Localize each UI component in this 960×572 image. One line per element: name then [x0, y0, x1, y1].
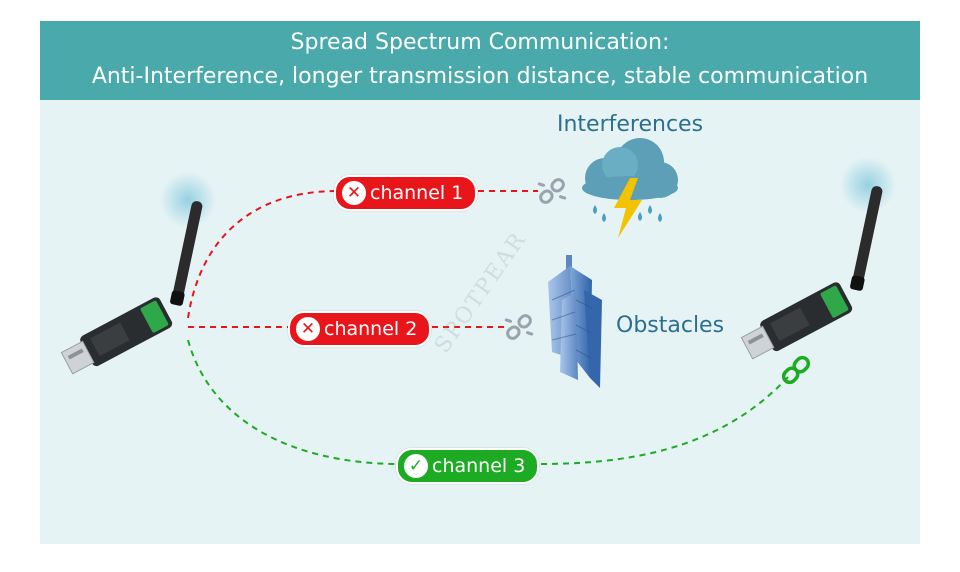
- channel-3-label: channel 3: [432, 455, 526, 477]
- channel-2-pill: ✕channel 2: [288, 311, 432, 347]
- obstacles-label: Obstacles: [616, 313, 725, 338]
- usb-dongle-left: [60, 172, 216, 375]
- broken-link-icon: [504, 314, 534, 340]
- check-icon: ✓: [404, 454, 428, 478]
- usb-dongle-right: [740, 157, 896, 360]
- broken-link-icon: [537, 178, 567, 204]
- channel-3-line-right: [540, 374, 791, 465]
- title-line-1: Spread Spectrum Communication:: [290, 30, 670, 55]
- building-icon: [548, 255, 602, 388]
- channel-2-label: channel 2: [324, 318, 418, 340]
- channel-3-line: [187, 339, 398, 465]
- storm-cloud-icon: [582, 138, 678, 238]
- cross-icon: ✕: [296, 317, 320, 341]
- channel-3-pill: ✓channel 3: [396, 448, 540, 484]
- title-line-2: Anti-Interference, longer transmission d…: [91, 64, 869, 89]
- channel-1-label: channel 1: [370, 182, 464, 204]
- title-banner: Spread Spectrum Communication: Anti-Inte…: [40, 21, 920, 100]
- channel-1-pill: ✕channel 1: [334, 175, 478, 211]
- cross-icon: ✕: [342, 181, 366, 205]
- interferences-label: Interferences: [557, 112, 704, 137]
- link-icon: [781, 355, 811, 385]
